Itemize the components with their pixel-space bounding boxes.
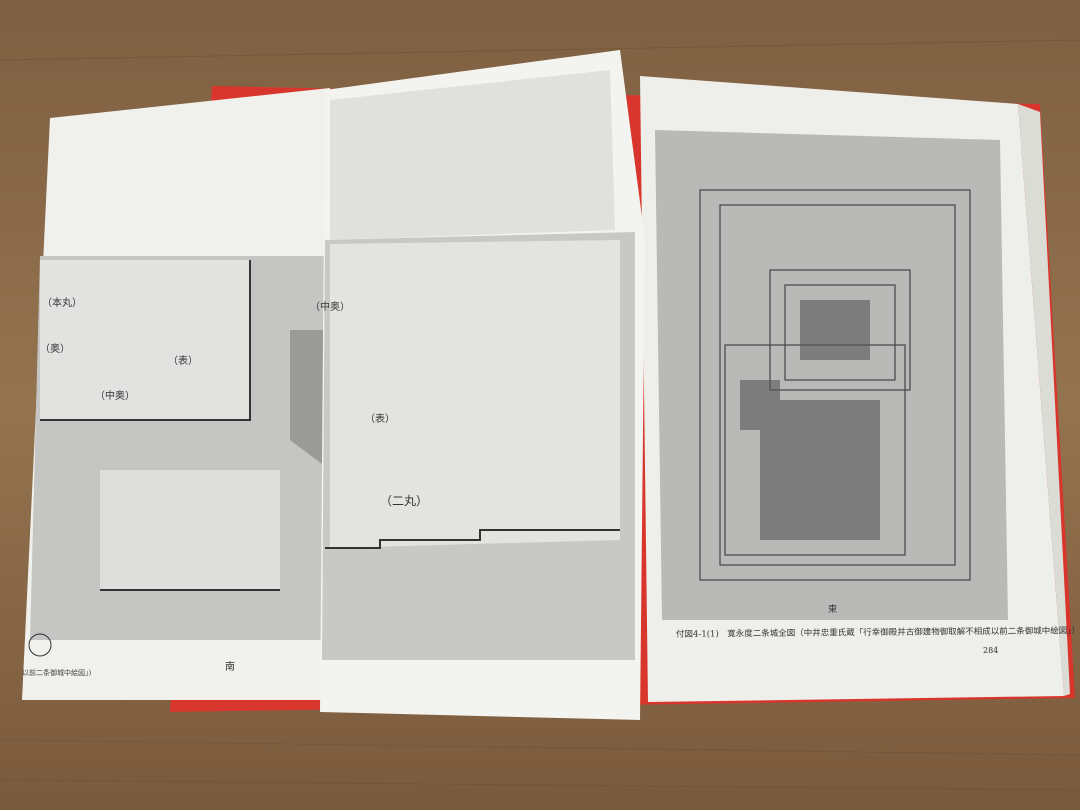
north-arrow-icon	[28, 633, 52, 657]
page-number: 284	[983, 646, 999, 655]
left-page-caption: 以前二条御城中絵図」)	[22, 669, 92, 677]
label-naka-oku: （中奥）	[95, 391, 135, 402]
castle-map-plate	[655, 130, 1008, 620]
south-label: 南	[225, 662, 235, 673]
label-oku: （奥）	[40, 344, 70, 355]
label-naka-right: （中奥）	[310, 302, 350, 313]
label-omote-center: （表）	[365, 414, 395, 425]
east-label: 東	[828, 605, 838, 615]
label-honmaru: （本丸）	[42, 298, 82, 309]
label-omote-left: （表）	[168, 356, 198, 367]
label-ninomaru: （二丸）	[380, 494, 429, 508]
